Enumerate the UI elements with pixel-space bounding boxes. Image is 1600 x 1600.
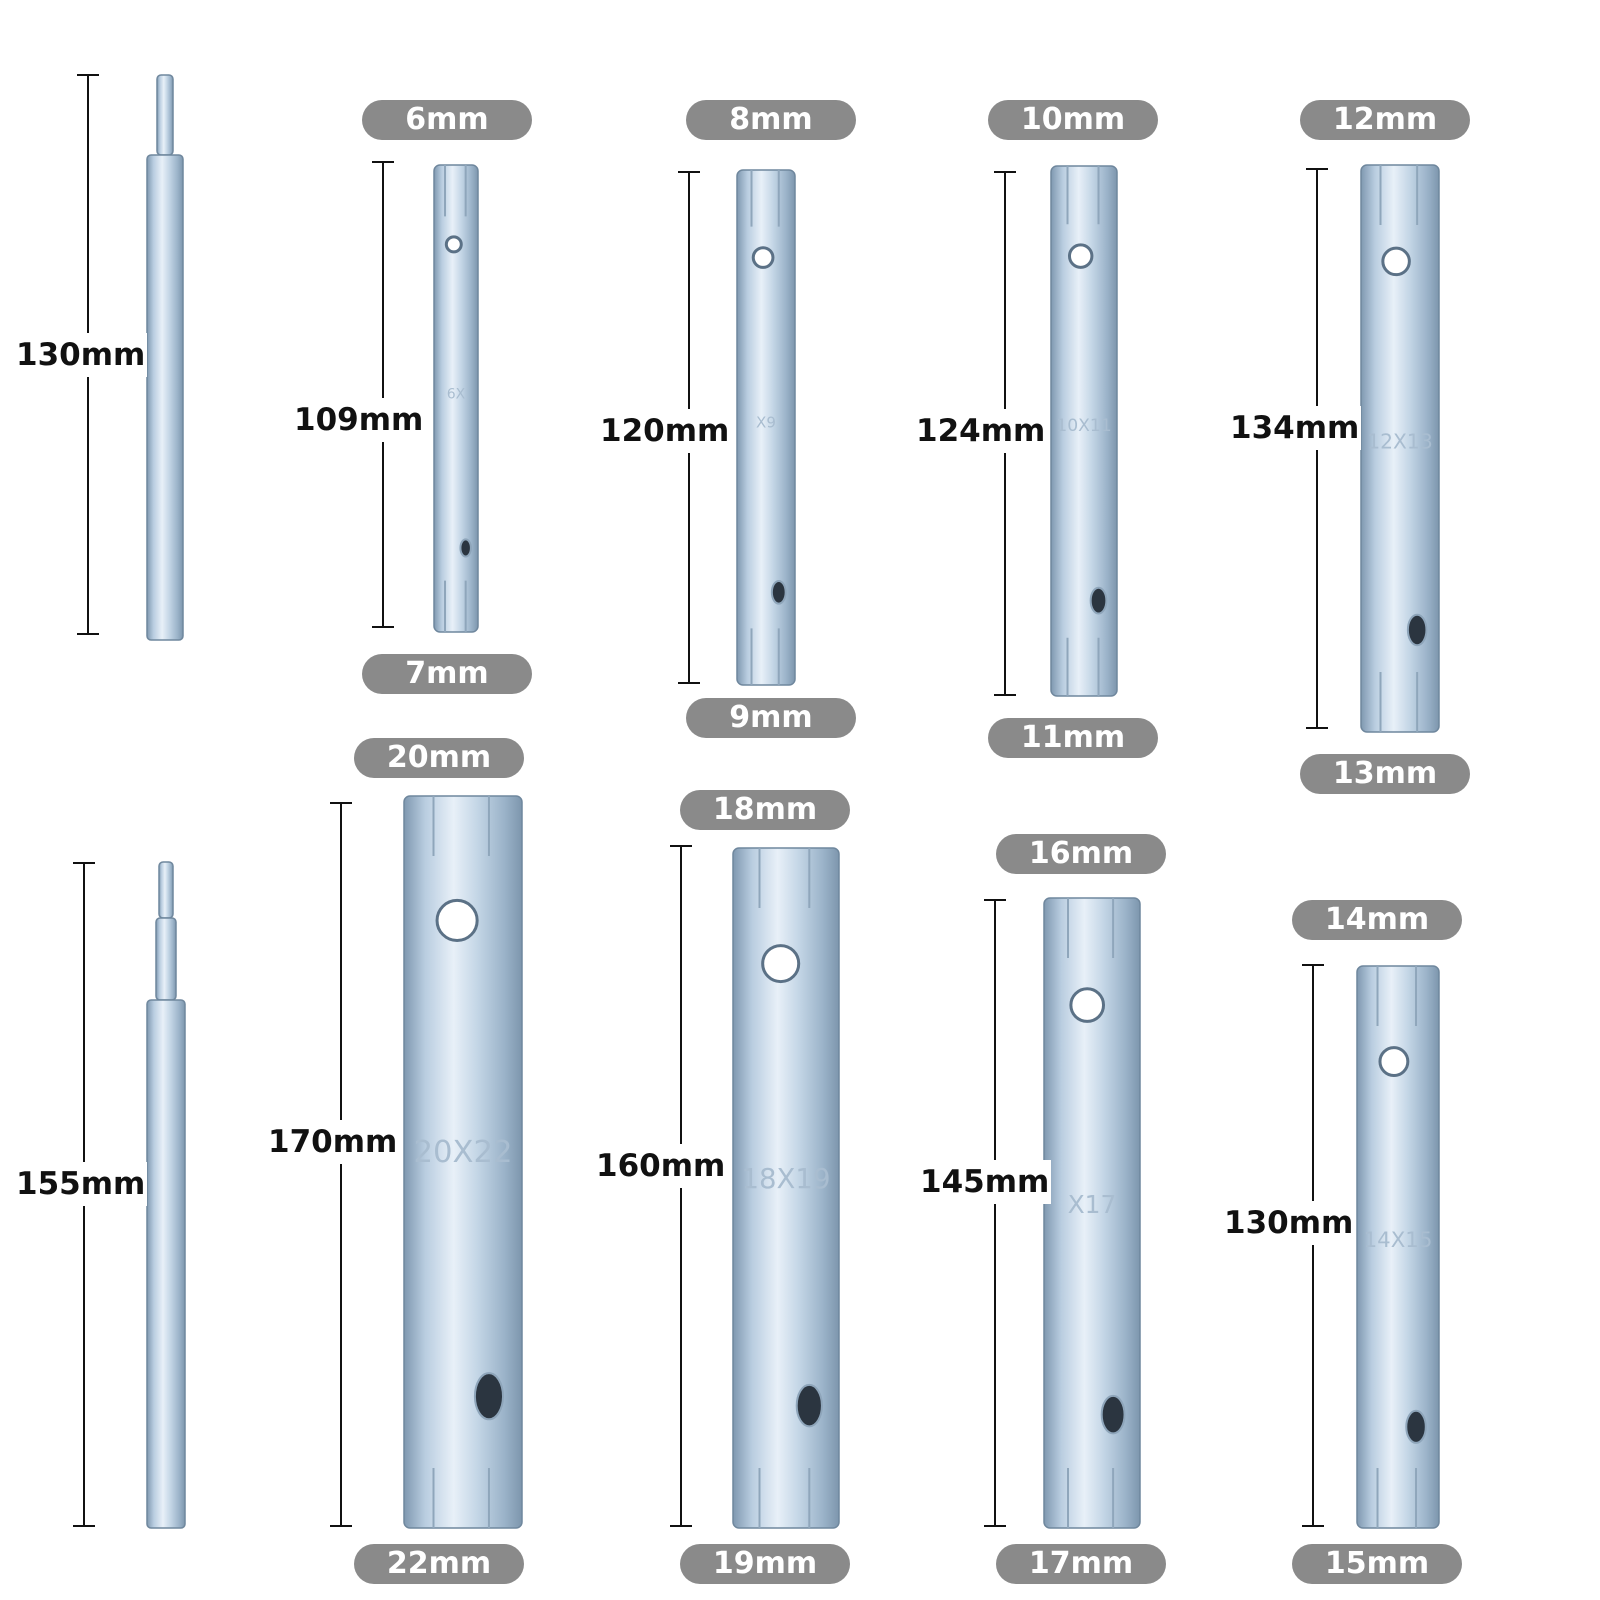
wrench-hole-icon <box>1100 1394 1126 1435</box>
wrench-hole-icon <box>751 246 775 269</box>
wrench-18x19-bottom-size: 19mm <box>680 1544 850 1584</box>
wrench-6x7-length-label: 109mm <box>292 398 426 442</box>
wrench-10x11: 10X11 <box>1050 165 1118 697</box>
wrench-hole-icon <box>770 579 787 605</box>
wrench-hole-icon <box>444 235 463 254</box>
rod-2 <box>146 861 186 1529</box>
wrench-6x7: 6X <box>433 164 479 633</box>
wrench-14x15-top-size: 14mm <box>1292 900 1462 940</box>
wrench-stamp: 18X19 <box>742 1163 831 1195</box>
wrench-hole-icon <box>761 944 801 984</box>
wrench-16x17-length-label: 145mm <box>918 1160 1052 1204</box>
wrench-8x9-bottom-size: 9mm <box>686 698 856 738</box>
wrench-stamp: 6X <box>447 387 466 403</box>
wrench-hole-icon <box>473 1372 505 1421</box>
wrench-18x19-top-size: 18mm <box>680 790 850 830</box>
wrench-hole-icon <box>1067 243 1094 269</box>
rod-1-length-label: 130mm <box>14 333 148 377</box>
rod-1 <box>146 74 184 641</box>
wrench-12x13-length-label: 134mm <box>1228 406 1362 450</box>
wrench-16x17: X17 <box>1043 897 1141 1529</box>
wrench-hole-icon <box>1406 613 1428 647</box>
wrench-14x15-length-label: 130mm <box>1222 1201 1356 1245</box>
wrench-8x9-length-label: 120mm <box>598 409 732 453</box>
wrench-hole-icon <box>1089 586 1108 615</box>
wrench-8x9: X9 <box>736 169 796 686</box>
wrench-stamp: 12X13 <box>1367 430 1432 454</box>
wrench-18x19-length-label: 160mm <box>594 1144 728 1188</box>
wrench-18x19: 18X19 <box>732 847 840 1529</box>
wrench-14x15-bottom-size: 15mm <box>1292 1544 1462 1584</box>
wrench-hole-icon <box>435 898 479 943</box>
wrench-hole-icon <box>1405 1409 1427 1444</box>
wrench-stamp: 14X15 <box>1364 1228 1433 1253</box>
wrench-stamp: X17 <box>1068 1190 1117 1219</box>
wrench-20x22-length-label: 170mm <box>266 1120 400 1164</box>
wrench-12x13-top-size: 12mm <box>1300 100 1470 140</box>
wrench-10x11-bottom-size: 11mm <box>988 718 1158 758</box>
wrench-hole-icon <box>795 1383 823 1428</box>
wrench-12x13: 12X13 <box>1360 164 1440 733</box>
wrench-20x22-bottom-size: 22mm <box>354 1544 524 1584</box>
wrench-hole-icon <box>1069 987 1106 1023</box>
wrench-stamp: X9 <box>756 414 776 432</box>
wrench-8x9-top-size: 8mm <box>686 100 856 140</box>
wrench-14x15: 14X15 <box>1356 965 1440 1529</box>
rod-2-length-label: 155mm <box>14 1162 148 1206</box>
wrench-12x13-bottom-size: 13mm <box>1300 754 1470 794</box>
wrench-16x17-top-size: 16mm <box>996 834 1166 874</box>
wrench-stamp: 20X22 <box>413 1135 512 1170</box>
wrench-6x7-bottom-size: 7mm <box>362 654 532 694</box>
wrench-10x11-top-size: 10mm <box>988 100 1158 140</box>
wrench-hole-icon <box>1378 1046 1410 1077</box>
wrench-16x17-bottom-size: 17mm <box>996 1544 1166 1584</box>
wrench-10x11-length-label: 124mm <box>914 409 1048 453</box>
wrench-6x7-top-size: 6mm <box>362 100 532 140</box>
wrench-20x22: 20X22 <box>403 795 523 1529</box>
wrench-stamp: 10X11 <box>1056 416 1111 436</box>
wrench-hole-icon <box>1381 246 1411 277</box>
wrench-hole-icon <box>459 538 472 558</box>
wrench-20x22-top-size: 20mm <box>354 738 524 778</box>
